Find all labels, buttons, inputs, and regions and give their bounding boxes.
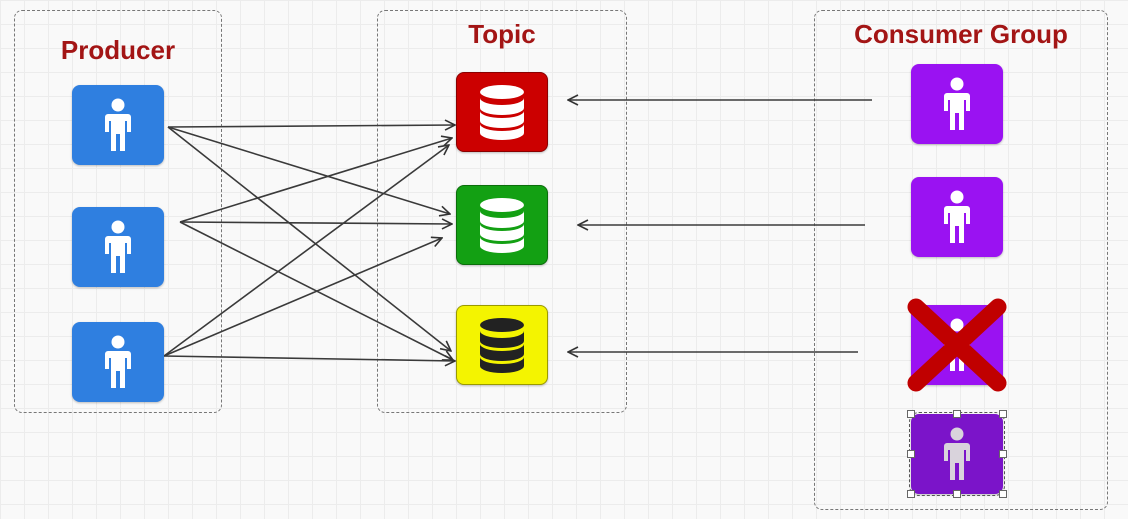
producer-group-title: Producer — [60, 35, 176, 65]
topic-group-title: Topic — [468, 19, 536, 49]
database-icon — [479, 317, 525, 373]
edge-producer-3-to-topic-yellow — [163, 356, 455, 361]
database-icon — [479, 84, 525, 140]
consumer-group-title: Consumer Group — [854, 19, 1068, 49]
x-mark-icon — [907, 298, 1007, 392]
person-icon — [942, 427, 972, 481]
resize-handle[interactable] — [907, 490, 915, 498]
consumer-4-selected[interactable] — [909, 412, 1005, 496]
edge-producer-2-to-topic-green — [179, 222, 452, 224]
edge-producer-1-to-topic-green — [167, 126, 450, 214]
resize-handle[interactable] — [999, 490, 1007, 498]
topic-red[interactable] — [456, 72, 548, 152]
edge-producer-1-to-topic-red — [167, 125, 455, 127]
topic-green[interactable] — [456, 185, 548, 265]
person-icon — [942, 77, 972, 131]
resize-handle[interactable] — [953, 490, 961, 498]
person-icon — [103, 220, 133, 274]
resize-handle[interactable] — [953, 410, 961, 418]
edge-producer-3-to-topic-red — [163, 145, 449, 357]
topic-yellow[interactable] — [456, 305, 548, 385]
resize-handle[interactable] — [999, 450, 1007, 458]
resize-handle[interactable] — [999, 410, 1007, 418]
producer-group: Producer — [14, 10, 222, 413]
producer-2[interactable] — [72, 207, 164, 287]
resize-handle[interactable] — [907, 450, 915, 458]
person-icon — [942, 190, 972, 244]
person-icon — [103, 335, 133, 389]
edge-producer-3-to-topic-green — [163, 238, 442, 357]
consumer-1[interactable] — [911, 64, 1003, 144]
resize-handle[interactable] — [907, 410, 915, 418]
consumer-group: Consumer Group — [814, 10, 1108, 510]
consumer-2[interactable] — [911, 177, 1003, 257]
topic-group: Topic — [377, 10, 627, 413]
edge-producer-1-to-topic-yellow — [167, 126, 451, 351]
producer-1[interactable] — [72, 85, 164, 165]
edge-producer-2-to-topic-red — [179, 138, 452, 223]
producer-3[interactable] — [72, 322, 164, 402]
person-icon — [103, 98, 133, 152]
database-icon — [479, 197, 525, 253]
